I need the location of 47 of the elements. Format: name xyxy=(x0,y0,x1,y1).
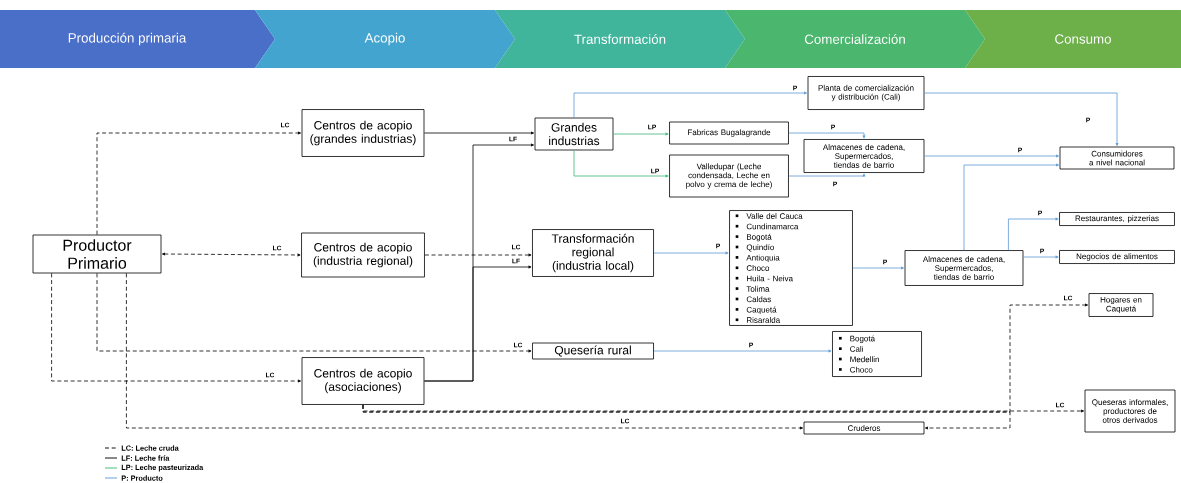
connector xyxy=(924,154,1059,158)
process-box: Planta de comercialización y distribución (Cali) xyxy=(807,76,925,110)
process-box: Centros de acopio (grandes industrias) xyxy=(301,109,425,157)
connector xyxy=(963,163,1059,251)
stage-banner: Comercialización xyxy=(725,10,985,68)
process-box: Negocios de alimentos xyxy=(1059,250,1175,264)
connector xyxy=(788,132,866,139)
list-box: Valle del Cauca Cundinamarca Bogotá Quindío Antioquia Choco Huila - Neiva Tolima Caldas Caquetá Risaralda xyxy=(729,210,853,326)
process-box: Quesería rural xyxy=(532,342,654,360)
stage-banner: Producción primaria xyxy=(0,10,275,68)
process-box: Almacenes de cadena, Supermercados, tiendas de barrio xyxy=(904,250,1024,286)
process-box: Productor Primario xyxy=(32,234,162,274)
process-box: Grandes industrias xyxy=(534,117,614,151)
process-box: Valledupar (Leche condensada, Leche en polvo y crema de leche) xyxy=(669,154,789,198)
connector xyxy=(424,131,534,135)
stage-banner: Acopio xyxy=(255,10,515,68)
connector xyxy=(613,132,669,136)
connector xyxy=(1023,255,1059,259)
connector xyxy=(573,91,807,118)
process-box: Centros de acopio (asociaciones) xyxy=(301,357,425,405)
list-box: Bogotá Cali Medellin Choco xyxy=(832,331,922,377)
connector xyxy=(96,273,532,353)
process-box: Centros de acopio (industria regional) xyxy=(301,232,425,278)
process-box: Restaurantes, pizzerias xyxy=(1059,212,1175,226)
process-box: Hogares en Caquetá xyxy=(1088,293,1154,317)
connector xyxy=(653,349,832,353)
connector xyxy=(924,92,1119,146)
connector xyxy=(96,131,301,235)
process-box: Cruderos xyxy=(803,421,925,435)
connector xyxy=(162,252,301,257)
process-box: Almacenes de cadena, Supermercados, tiendas de barrio xyxy=(803,139,925,173)
connector xyxy=(1008,217,1059,251)
connector xyxy=(653,251,729,255)
connector xyxy=(788,173,866,177)
connector xyxy=(126,273,803,430)
process-box: Consumidores a nivel nacional xyxy=(1059,146,1175,170)
connector xyxy=(362,404,1011,430)
stage-banner: Transformación xyxy=(495,10,745,68)
connector xyxy=(51,273,301,383)
connector xyxy=(852,266,904,270)
stage-banner: Consumo xyxy=(965,10,1181,68)
process-box: Fabricas Bugalagrande xyxy=(669,121,789,145)
connector xyxy=(424,265,532,382)
process-box: Queseras informales, productores de otros derivados xyxy=(1084,389,1176,433)
process-box: Transformación regional (industria local) xyxy=(532,229,654,277)
connector xyxy=(573,150,669,178)
connector xyxy=(424,253,532,257)
